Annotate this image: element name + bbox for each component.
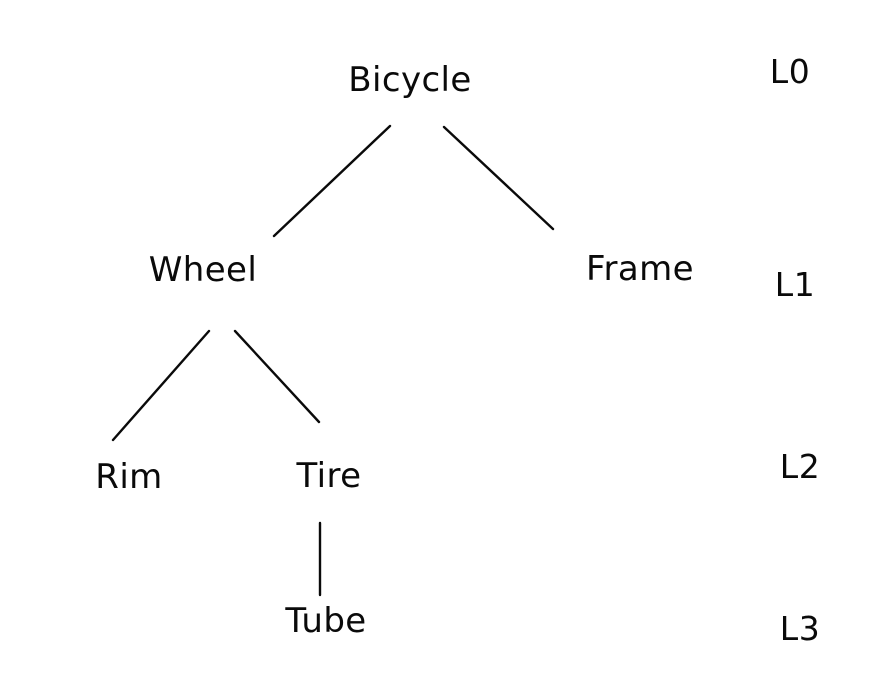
node-bicycle[interactable]: Bicycle — [348, 60, 472, 100]
node-tire[interactable]: Tire — [296, 456, 362, 496]
edge-wheel-rim — [111, 329, 211, 442]
level-label-l1: L1 — [774, 265, 816, 304]
level-label-l2: L2 — [779, 447, 821, 486]
level-label-l0: L0 — [769, 52, 811, 91]
node-tube[interactable]: Tube — [285, 601, 367, 641]
edge-wheel-tire — [233, 329, 321, 424]
node-frame[interactable]: Frame — [586, 249, 694, 289]
node-wheel[interactable]: Wheel — [148, 250, 258, 290]
node-rim[interactable]: Rim — [95, 457, 163, 497]
edge-bicycle-wheel — [272, 124, 392, 238]
edge-bicycle-frame — [442, 125, 555, 231]
level-label-l3: L3 — [779, 609, 821, 648]
